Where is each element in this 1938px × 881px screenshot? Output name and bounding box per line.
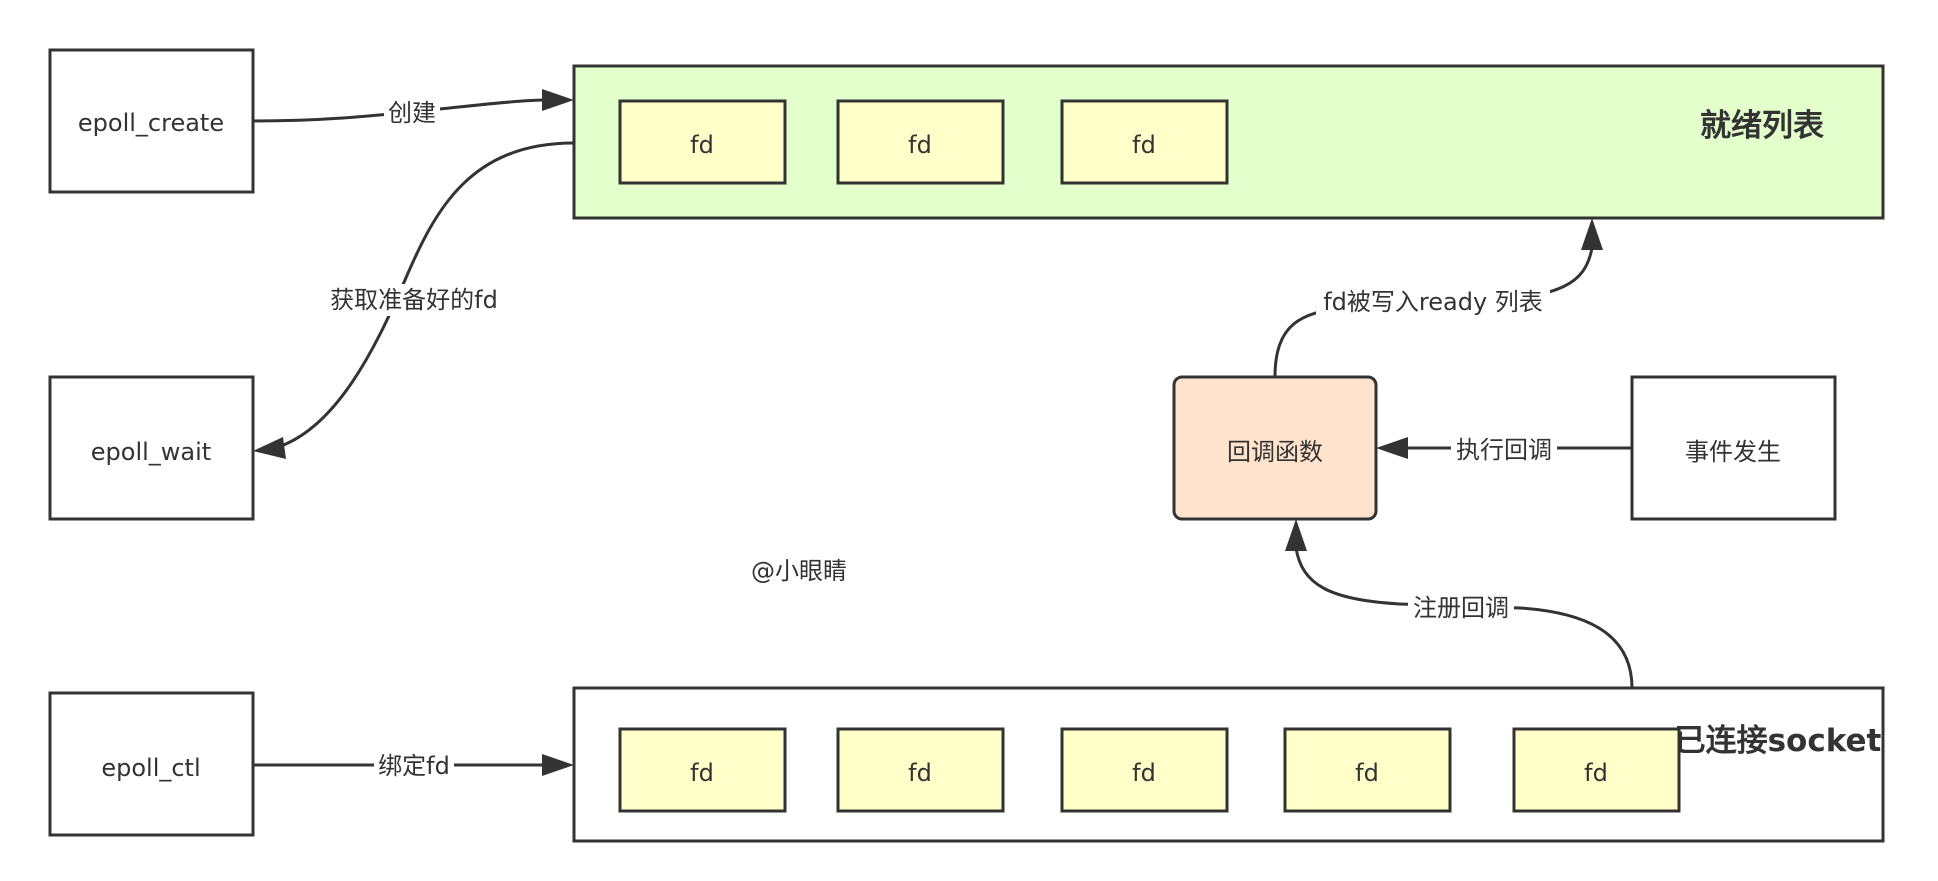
- socket-fd-1-label: fd: [690, 759, 714, 787]
- ready-list: 就绪列表 fd fd fd: [572, 64, 1885, 220]
- ready-fd-1-label: fd: [690, 131, 714, 159]
- callback-label: 回调函数: [1227, 438, 1323, 466]
- socket-fd-4-label: fd: [1355, 759, 1379, 787]
- edge-create-label: 创建: [388, 99, 436, 127]
- epoll-ctl-node: epoll_ctl: [48, 691, 255, 837]
- epoll-wait-label: epoll_wait: [91, 438, 211, 466]
- edge-create: 创建: [252, 89, 574, 128]
- ready-fd-2-label: fd: [908, 131, 932, 159]
- edge-write-ready: fd被写入ready 列表: [1273, 218, 1603, 378]
- edge-execute-callback-label: 执行回调: [1456, 436, 1552, 464]
- socket-fd-5: fd: [1512, 727, 1681, 813]
- edge-get-ready-label: 获取准备好的fd: [330, 286, 498, 314]
- epoll-create-node: epoll_create: [48, 48, 255, 194]
- callback-node: 回调函数: [1172, 375, 1378, 521]
- socket-fd-4: fd: [1283, 727, 1452, 813]
- edge-register-callback: 注册回调: [1285, 519, 1634, 689]
- ready-fd-3-label: fd: [1132, 131, 1156, 159]
- edge-bind: 绑定fd: [253, 749, 574, 781]
- epoll-ctl-label: epoll_ctl: [101, 754, 200, 782]
- socket-fd-2-label: fd: [908, 759, 932, 787]
- socket-fd-3-label: fd: [1132, 759, 1156, 787]
- edge-register-callback-label: 注册回调: [1413, 594, 1509, 622]
- ready-fd-3: fd: [1060, 99, 1229, 185]
- event-node: 事件发生: [1630, 375, 1837, 521]
- socket-fd-2: fd: [836, 727, 1005, 813]
- socket-list-title: 已连接socket: [1675, 723, 1882, 759]
- ready-fd-1: fd: [618, 99, 787, 185]
- watermark: @小眼睛: [751, 557, 847, 585]
- edge-get-ready: 获取准备好的fd: [253, 141, 575, 459]
- ready-fd-2: fd: [836, 99, 1005, 185]
- ready-list-title: 就绪列表: [1700, 108, 1824, 144]
- epoll-create-label: epoll_create: [78, 109, 224, 137]
- edge-bind-label: 绑定fd: [378, 752, 450, 780]
- socket-fd-1: fd: [618, 727, 787, 813]
- socket-list: fd fd fd fd fd 已连接socket: [572, 686, 1885, 843]
- event-label: 事件发生: [1685, 438, 1781, 466]
- socket-fd-5-label: fd: [1584, 759, 1608, 787]
- socket-fd-3: fd: [1060, 727, 1229, 813]
- edge-execute-callback: 执行回调: [1376, 432, 1632, 464]
- edge-write-ready-label: fd被写入ready 列表: [1323, 288, 1543, 316]
- epoll-wait-node: epoll_wait: [48, 375, 255, 521]
